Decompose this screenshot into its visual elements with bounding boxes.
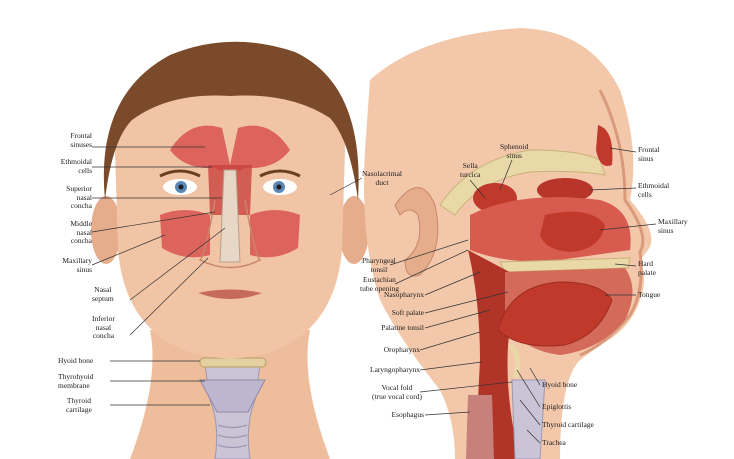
- label-esophagus: Esophagus: [391, 410, 425, 419]
- skull-bone: [439, 149, 606, 216]
- face-profile-shadow: [579, 89, 645, 357]
- side-ear: [394, 187, 439, 277]
- epiglottis-shape: [508, 343, 521, 379]
- label-laryngopharynx: Laryngopharynx: [370, 365, 420, 374]
- trachea-side: [511, 379, 546, 459]
- nose-outline: [198, 199, 262, 269]
- hyoid-bone-shape: [199, 357, 267, 368]
- label-vocal-fold: Vocal fold(true vocal cord): [372, 383, 422, 401]
- right-maxillary-sinus: [250, 210, 300, 258]
- tongue-shape: [497, 281, 613, 347]
- left-eyebrow: [159, 169, 201, 178]
- label-nasopharynx: Nasopharynx: [384, 290, 424, 299]
- label-tongue: Tongue: [638, 290, 661, 299]
- right-pupil: [276, 184, 282, 190]
- label-hyoid-bone-right: Hyoid bone: [542, 380, 578, 389]
- nasal-septum-shape: [219, 169, 241, 263]
- ethmoidal-cells-side: [537, 178, 593, 202]
- label-oropharynx: Oropharynx: [383, 345, 420, 354]
- hard-palate-shape: [499, 257, 631, 273]
- label-hyoid-bone-left: Hyoid bone: [58, 356, 94, 365]
- label-palatine-tonsil: Palatine tonsil: [381, 323, 424, 332]
- mouth: [198, 289, 262, 299]
- label-thyroid-cartilage-right: Thyroid cartilage: [542, 420, 594, 429]
- sagittal-section-view: [364, 28, 652, 459]
- frontal-sinuses-shape: [170, 125, 290, 175]
- frontal-sinus-shape: [596, 125, 613, 166]
- maxillary-sinus-shape: [540, 211, 605, 252]
- label-soft-palate: Soft palate: [391, 308, 424, 317]
- left-maxillary-sinus: [160, 210, 210, 258]
- leader-lines: [91, 146, 657, 444]
- right-ear: [339, 196, 369, 264]
- esophagus-side: [466, 395, 494, 459]
- left-pupil: [178, 184, 184, 190]
- hair: [103, 41, 359, 201]
- label-trachea: Trachea: [542, 438, 566, 447]
- right-eyebrow: [259, 169, 301, 178]
- thyroid-cartilage-shape: [199, 379, 266, 413]
- front-face-view: [91, 41, 369, 459]
- label-epiglottis: Epiglottis: [542, 402, 572, 411]
- tracheal-rings: [217, 424, 248, 449]
